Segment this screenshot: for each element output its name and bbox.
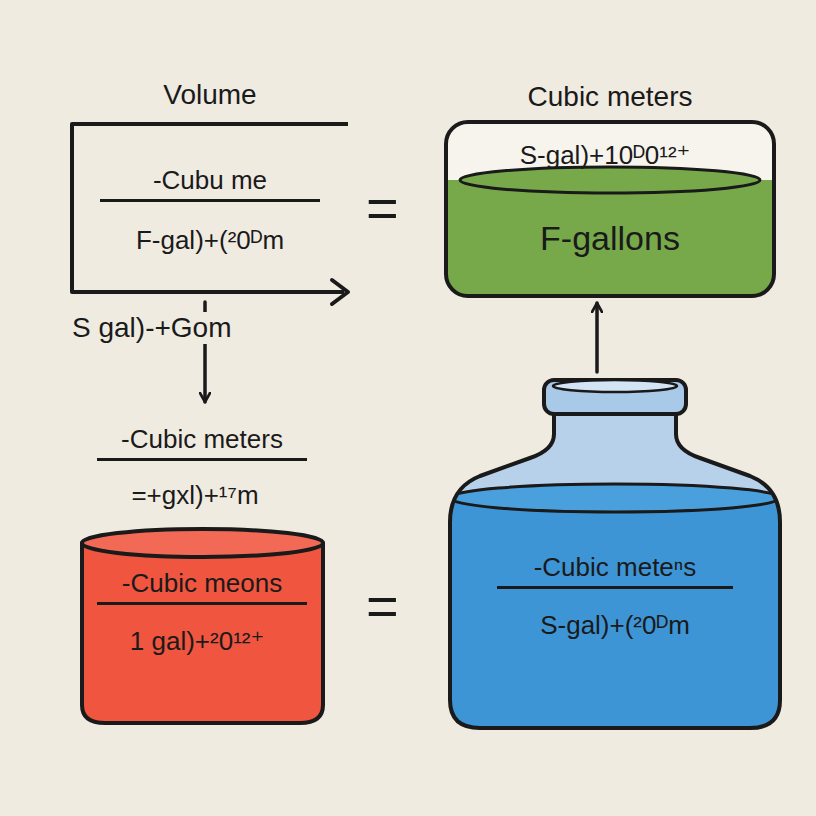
red-cylinder: -Cubic meters =+gxl)+¹⁷m -Cubic meons 1 gal… [75, 405, 330, 730]
heading-text: Volume [163, 78, 256, 112]
blue-jar: -Cubic meteⁿsS-gal)+(²0ᴰm [440, 372, 790, 734]
formula-text: S-gal)+10ᴰ0¹²⁺ [520, 140, 691, 171]
equals-sign: = [362, 176, 403, 240]
formula-text: S-gal)+(²0ᴰm [540, 610, 690, 641]
formula-text: -Cubic meteⁿs [497, 552, 733, 589]
formula-note: S gal)-+Gom [68, 312, 236, 344]
formula-text: F-gallons [540, 218, 680, 259]
formula-text: -Cubu me [100, 165, 320, 202]
flow-arrow [595, 303, 599, 372]
formula-text: F-gal)+(²0ᴰm [136, 225, 284, 256]
green-container: Cubic metersS-gal)+10ᴰ0¹²⁺ F-gallons [440, 70, 780, 300]
formula-text: 1 gal)+²0¹²⁺ [130, 626, 264, 657]
formula-text: -Cubic meons [97, 568, 307, 605]
formula-text: =+gxl)+¹⁷m [131, 480, 258, 511]
heading-text: Cubic meters [528, 80, 693, 114]
volume-box: Volume -Cubu me F-gal)+(²0ᴰm [60, 70, 360, 302]
equals-sign: = [362, 574, 403, 638]
formula-text: -Cubic meters [97, 424, 307, 461]
